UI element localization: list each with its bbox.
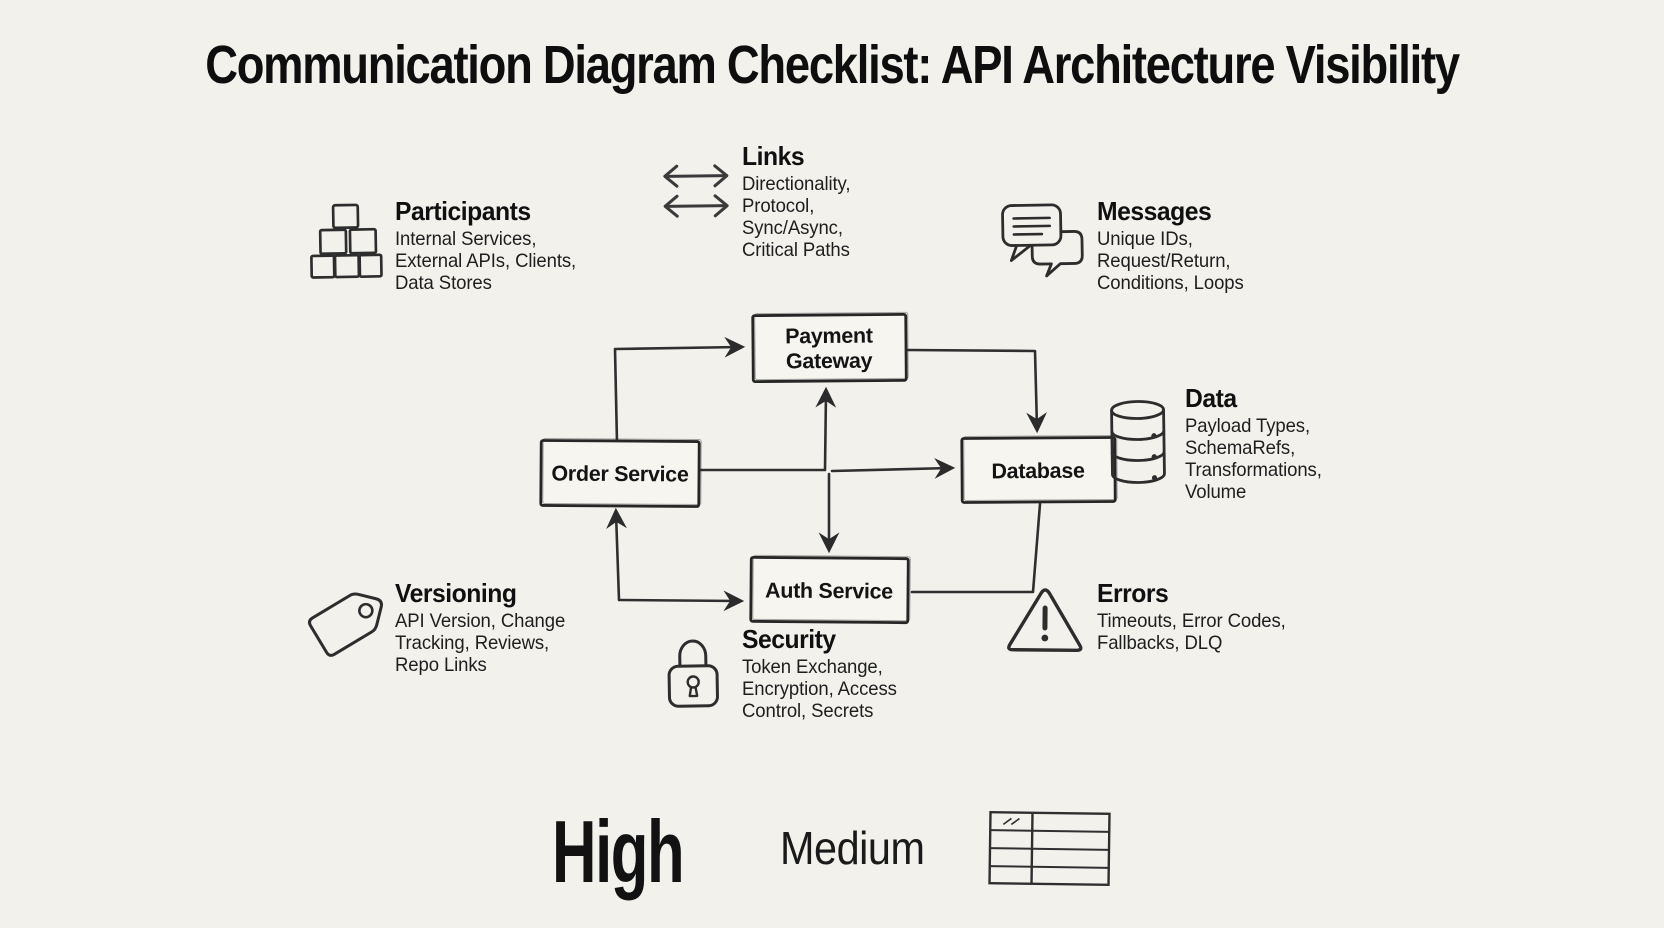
checklist-heading-links: Links: [742, 141, 805, 171]
page-title: Communication Diagram Checklist: API Arc…: [205, 35, 1460, 95]
checklist-heading-data: Data: [1185, 383, 1237, 413]
checklist-line: Transformations,: [1185, 459, 1322, 481]
warning-triangle-icon: [1007, 588, 1083, 652]
edge-order-to-gateway-left: [613, 336, 746, 445]
node-label: Gateway: [786, 349, 873, 374]
edge-gateway-to-database: [906, 348, 1047, 434]
edge-auth-to-order-up: [606, 507, 627, 602]
checklist-item-participants: Participants Internal Services, External…: [395, 196, 576, 294]
checklist-item-messages: Messages Unique IDs, Request/Return, Con…: [1097, 196, 1244, 294]
checklist-line: Fallbacks, DLQ: [1097, 632, 1223, 654]
checklist-line: Payload Types,: [1185, 415, 1310, 437]
diagram-edges: [606, 336, 1047, 612]
checklist-heading-errors: Errors: [1097, 578, 1169, 608]
node-label: Order Service: [551, 462, 689, 487]
checklist-line: Timeouts, Error Codes,: [1097, 610, 1286, 632]
edge-auth-to-order-right: [618, 590, 745, 612]
checklist-line: Directionality,: [742, 173, 851, 195]
checklist-line: SchemaRefs,: [1185, 437, 1296, 459]
table-icon: [988, 810, 1111, 887]
checklist-heading-messages: Messages: [1097, 196, 1212, 226]
checklist-line: Data Stores: [395, 272, 492, 294]
checklist-heading-participants: Participants: [395, 196, 531, 226]
checklist-heading-security: Security: [742, 624, 836, 654]
node-payment-gateway: Payment Gateway: [751, 311, 909, 384]
checklist-item-links: Links Directionality, Protocol, Sync/Asy…: [742, 141, 850, 261]
priority-high-label: High: [552, 802, 685, 901]
node-label: Auth Service: [765, 578, 893, 603]
checklist-line: API Version, Change: [395, 610, 566, 632]
checklist-line: Unique IDs,: [1097, 228, 1193, 250]
tag-icon: [307, 592, 383, 657]
checklist-item-errors: Errors Timeouts, Error Codes, Fallbacks,…: [1097, 578, 1286, 654]
checklist-line: Token Exchange,: [742, 656, 883, 678]
checklist-line: Tracking, Reviews,: [395, 632, 550, 654]
checklist-line: Volume: [1185, 481, 1247, 503]
node-auth-service: Auth Service: [749, 554, 911, 625]
checklist-line: Control, Secrets: [742, 700, 874, 722]
checklist-line: Critical Paths: [742, 239, 850, 261]
chat-bubbles-icon: [1001, 203, 1084, 278]
checklist-line: Repo Links: [395, 654, 487, 676]
checklist-line: Conditions, Loops: [1097, 272, 1244, 294]
node-label: Database: [991, 459, 1085, 484]
checklist-line: Sync/Async,: [742, 217, 843, 239]
padlock-icon: [667, 639, 719, 708]
database-icon: [1110, 400, 1166, 484]
node-order-service: Order Service: [539, 437, 702, 508]
node-database: Database: [960, 434, 1118, 504]
checklist-item-data: Data Payload Types, SchemaRefs, Transfor…: [1185, 383, 1322, 503]
checklist-item-versioning: Versioning API Version, Change Tracking,…: [395, 578, 565, 676]
checklist-line: Request/Return,: [1097, 250, 1231, 272]
checklist-heading-versioning: Versioning: [395, 578, 517, 608]
node-label: Payment: [785, 324, 873, 349]
edge-order-to-gateway-bottom: [698, 386, 837, 472]
checklist-item-security: Security Token Exchange, Encryption, Acc…: [742, 624, 897, 722]
stacked-blocks-icon: [310, 203, 383, 279]
edge-order-to-database: [830, 457, 956, 479]
checklist-line: External APIs, Clients,: [395, 250, 577, 272]
checklist-line: Internal Services,: [395, 228, 537, 250]
priority-medium-label: Medium: [780, 822, 925, 874]
checklist-line: Protocol,: [742, 195, 815, 217]
edge-database-to-auth: [910, 502, 1042, 594]
checklist-line: Encryption, Access: [742, 678, 897, 700]
double-arrow-icon: [663, 164, 729, 218]
